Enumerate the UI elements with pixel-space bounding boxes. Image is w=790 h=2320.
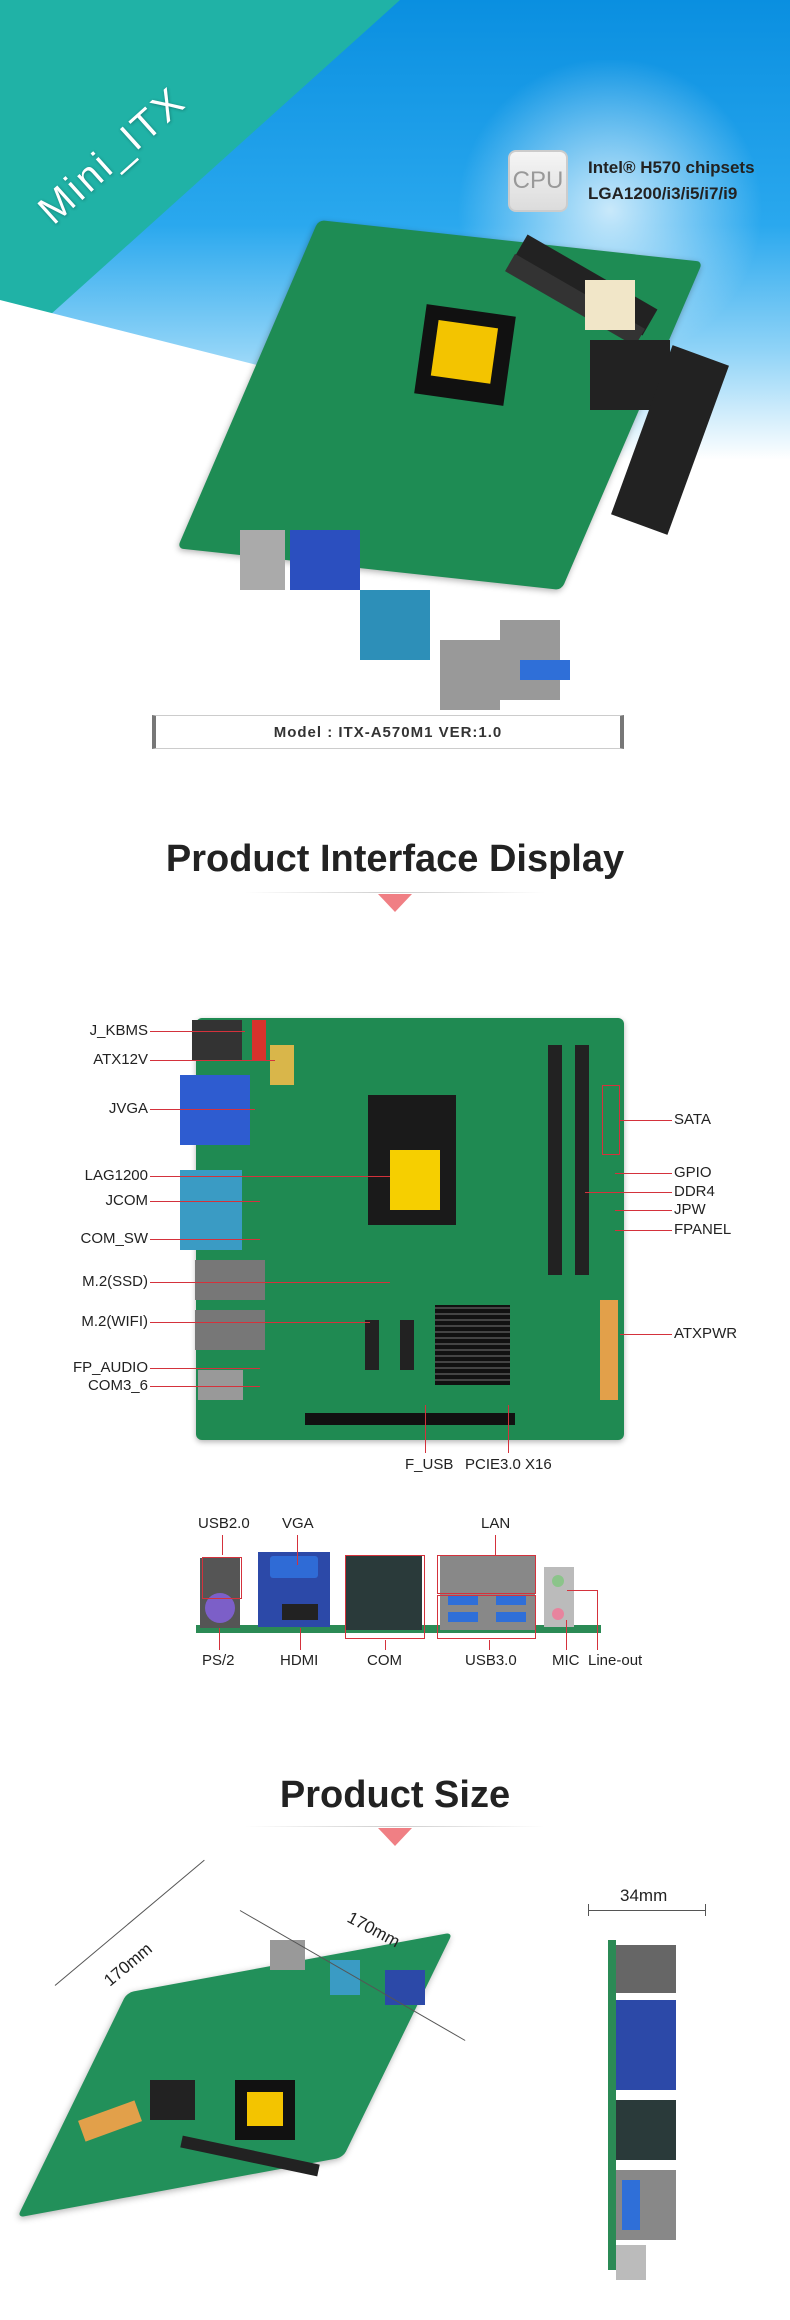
label-m2-wifi: M.2(WIFI) bbox=[81, 1313, 148, 1330]
label-line-out: Line-out bbox=[588, 1652, 643, 1669]
label-fpanel: FPANEL bbox=[674, 1221, 732, 1238]
width-dimension: 170mm bbox=[344, 1907, 404, 1952]
cpu-icon-label: CPU bbox=[512, 167, 564, 194]
label-usb2: USB2.0 bbox=[198, 1515, 250, 1532]
label-fp-audio: FP_AUDIO bbox=[72, 1359, 148, 1376]
label-gpio: GPIO bbox=[674, 1164, 712, 1181]
label-jpw: JPW bbox=[674, 1201, 706, 1218]
label-lan: LAN bbox=[481, 1515, 511, 1532]
chipset-text: Intel® H570 chipsets bbox=[588, 158, 755, 177]
label-f-usb: F_USB bbox=[405, 1456, 454, 1473]
label-j-kbms: J_KBMS bbox=[89, 1022, 148, 1039]
hero-motherboard-image bbox=[150, 200, 729, 710]
section-title-interface: Product Interface Display bbox=[165, 838, 625, 880]
label-com: COM bbox=[367, 1652, 402, 1669]
label-jvga: JVGA bbox=[108, 1100, 148, 1117]
divider bbox=[245, 1826, 545, 1827]
label-mic: MIC bbox=[552, 1652, 580, 1669]
label-ddr4: DDR4 bbox=[674, 1183, 715, 1200]
length-dimension: 170mm bbox=[100, 1939, 156, 1991]
label-jcom: JCOM bbox=[105, 1192, 149, 1209]
label-hdmi: HDMI bbox=[280, 1652, 319, 1669]
label-atxpwr: ATXPWR bbox=[674, 1325, 738, 1342]
divider bbox=[245, 892, 545, 893]
label-com3-6: COM3_6 bbox=[87, 1377, 148, 1394]
label-m2-ssd: M.2(SSD) bbox=[82, 1273, 148, 1290]
label-sata: SATA bbox=[674, 1111, 711, 1128]
label-pcie: PCIE3.0 X16 bbox=[465, 1456, 552, 1473]
section-title-size: Product Size bbox=[279, 1774, 511, 1816]
model-text: Model : ITX-A570M1 VER:1.0 bbox=[273, 723, 503, 741]
socket-text: LGA1200/i3/i5/i7/i9 bbox=[588, 184, 738, 203]
label-ps2: PS/2 bbox=[202, 1652, 235, 1669]
down-arrow-icon bbox=[378, 1828, 412, 1846]
cpu-icon: CPU bbox=[508, 150, 568, 212]
label-vga: VGA bbox=[282, 1515, 314, 1532]
label-com-sw: COM_SW bbox=[80, 1230, 149, 1247]
label-lag1200: LAG1200 bbox=[84, 1167, 148, 1184]
down-arrow-icon bbox=[378, 894, 412, 912]
label-atx12v: ATX12V bbox=[93, 1051, 148, 1068]
model-bar: Model : ITX-A570M1 VER:1.0 bbox=[152, 715, 624, 749]
height-dimension: 34mm bbox=[620, 1886, 668, 1905]
label-usb3: USB3.0 bbox=[465, 1652, 517, 1669]
